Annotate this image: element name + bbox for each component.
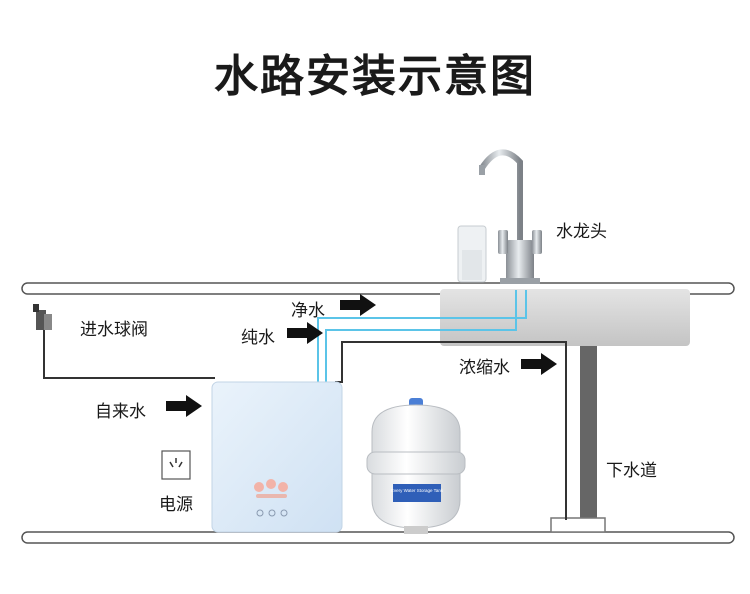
tap-water-pipe bbox=[43, 330, 215, 379]
label-inlet-valve: 进水球阀 bbox=[80, 320, 148, 340]
arrow-right-icon bbox=[166, 395, 202, 417]
glass-icon bbox=[457, 225, 487, 283]
drain-pipe bbox=[580, 346, 597, 522]
label-tap-water: 自来水 bbox=[95, 402, 146, 422]
faucet-icon bbox=[479, 149, 542, 284]
arrow-right-icon bbox=[287, 322, 323, 344]
sink-basin bbox=[440, 289, 690, 346]
label-pure-water: 纯水 bbox=[241, 328, 275, 348]
inlet-valve-icon bbox=[33, 304, 52, 330]
label-concentrate: 浓缩水 bbox=[459, 358, 510, 378]
storage-tank-icon: Every Water Storage Tank bbox=[366, 398, 466, 534]
pure-water-pipe bbox=[325, 290, 517, 382]
arrow-right-icon bbox=[521, 353, 557, 375]
label-clean-water: 净水 bbox=[291, 301, 325, 321]
label-faucet: 水龙头 bbox=[556, 222, 607, 242]
concentrate-pipe bbox=[335, 341, 567, 520]
floor-line bbox=[21, 531, 735, 544]
diagram-title: 水路安装示意图 bbox=[214, 51, 536, 102]
purifier-icon bbox=[211, 381, 343, 533]
tank-label: Every Water Storage Tank bbox=[391, 488, 444, 493]
drain-floor-cap bbox=[550, 517, 606, 533]
label-drain: 下水道 bbox=[606, 461, 657, 481]
label-power: 电源 bbox=[159, 495, 193, 515]
clean-water-pipe bbox=[317, 290, 527, 382]
arrow-right-icon bbox=[340, 294, 376, 316]
power-socket-icon bbox=[161, 450, 191, 480]
